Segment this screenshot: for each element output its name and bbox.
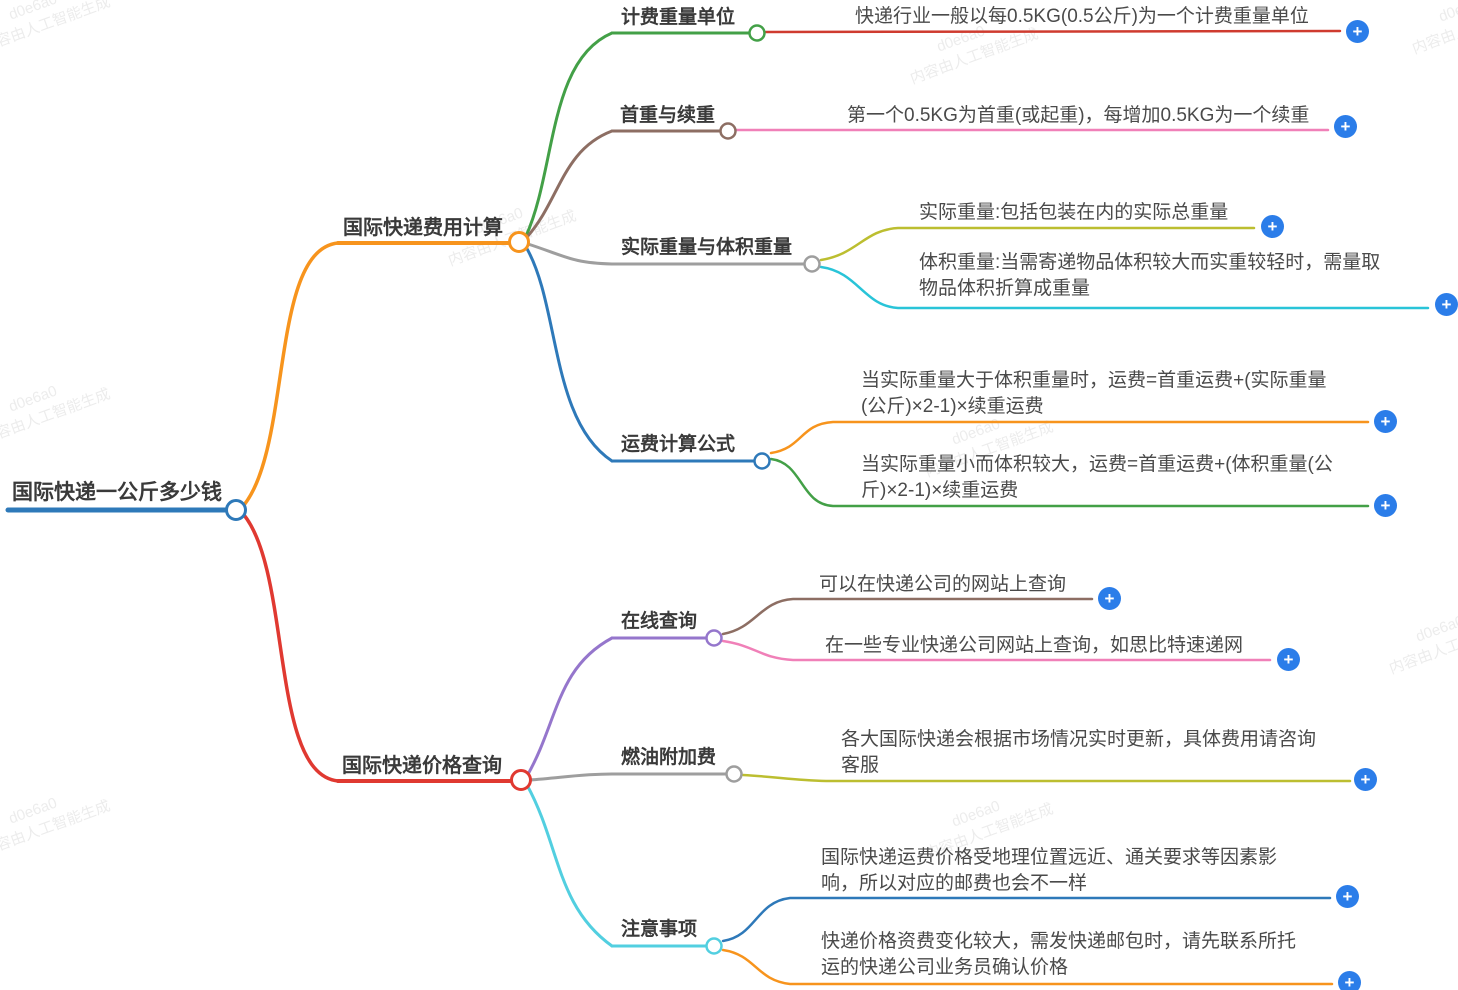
topic2-node-handle[interactable] — [719, 122, 737, 140]
leaf-line-billing-unit — [764, 29, 1342, 34]
topic4-node-handle[interactable] — [753, 452, 771, 470]
leaf-line-online2 — [721, 639, 1272, 662]
leaf-text-first-weight[interactable]: 第一个0.5KG为首重(或起重)，每增加0.5KG为一个续重 — [847, 105, 1310, 126]
topic5-node-handle[interactable] — [705, 629, 723, 647]
add-node-button[interactable]: + — [1374, 410, 1397, 433]
topic3-node-handle[interactable] — [803, 255, 821, 273]
edge-branch2-topic3 — [525, 783, 614, 948]
leaf-text-formula-actual[interactable]: 当实际重量大于体积重量时，运费=首重运费+(实际重量 (公斤)×2-1)×续重运… — [861, 370, 1327, 417]
edge-root-branch2 — [242, 513, 340, 783]
branch-label-fee-calculation[interactable]: 国际快递费用计算 — [343, 217, 503, 239]
leaf-text-volume-weight[interactable]: 体积重量:当需寄递物品体积较大而实重较轻时，需量取 物品体积折算成重量 — [919, 252, 1381, 299]
topic-label-first-weight[interactable]: 首重与续重 — [620, 105, 716, 126]
edge-branch1-topic2 — [525, 129, 614, 239]
edge-branch1-topic1 — [524, 31, 614, 238]
topic-label-billing-unit[interactable]: 计费重量单位 — [621, 7, 736, 28]
edge-root-branch1 — [242, 241, 340, 507]
leaf-line-formula1 — [769, 420, 1370, 455]
topic-label-actual-vs-volume[interactable]: 实际重量与体积重量 — [621, 237, 793, 258]
add-node-button[interactable]: + — [1277, 648, 1300, 671]
branch2-node-handle[interactable] — [510, 769, 532, 791]
leaf-text-note-location[interactable]: 国际快递运费价格受地理位置远近、通关要求等因素影 响，所以对应的邮费也会不一样 — [821, 847, 1278, 894]
topic7-node-handle[interactable] — [705, 937, 723, 955]
leaf-text-note-price-change[interactable]: 快递价格资费变化较大，需发快递邮包时，请先联系所托 运的快递公司业务员确认价格 — [821, 931, 1297, 978]
edge-branch1-topic3 — [526, 242, 614, 266]
leaf-text-actual-weight[interactable]: 实际重量:包括包装在内的实际总重量 — [919, 202, 1229, 223]
add-node-button[interactable]: + — [1354, 768, 1377, 791]
leaf-line-note1 — [721, 896, 1332, 943]
leaf-line-formula2 — [769, 457, 1370, 508]
branch-label-price-query[interactable]: 国际快递价格查询 — [342, 755, 502, 777]
add-node-button[interactable]: + — [1346, 20, 1369, 43]
add-node-button[interactable]: + — [1336, 885, 1359, 908]
leaf-text-fuel-surcharge[interactable]: 各大国际快递会根据市场情况实时更新，具体费用请咨询 客服 — [841, 729, 1317, 776]
topic-label-notes[interactable]: 注意事项 — [621, 919, 698, 940]
topic6-node-handle[interactable] — [725, 765, 743, 783]
root-node-handle[interactable] — [225, 499, 247, 521]
add-node-button[interactable]: + — [1334, 115, 1357, 138]
add-node-button[interactable]: + — [1098, 587, 1121, 610]
edge-branch2-topic1 — [525, 636, 614, 778]
leaf-text-online-professional[interactable]: 在一些专业快递公司网站上查询，如思比特速递网 — [825, 635, 1244, 656]
leaf-text-billing-unit[interactable]: 快递行业一般以每0.5KG(0.5公斤)为一个计费重量单位 — [855, 6, 1309, 27]
add-node-button[interactable]: + — [1338, 971, 1361, 990]
root-node-label[interactable]: 国际快递一公斤多少钱 — [12, 481, 222, 504]
leaf-line-online1 — [721, 597, 1094, 636]
leaf-line-note2 — [721, 948, 1334, 986]
add-node-button[interactable]: + — [1261, 215, 1284, 238]
add-node-button[interactable]: + — [1374, 494, 1397, 517]
branch1-node-handle[interactable] — [508, 231, 530, 253]
topic1-node-handle[interactable] — [748, 24, 766, 42]
leaf-line-volume-weight — [819, 265, 1430, 310]
edge-branch2-topic2 — [527, 772, 614, 782]
leaf-line-fuel — [741, 773, 1352, 783]
topic-label-fuel-surcharge[interactable]: 燃油附加费 — [621, 747, 717, 768]
add-node-button[interactable]: + — [1435, 293, 1458, 316]
edge-branch1-topic4 — [524, 245, 614, 463]
topic-label-online-query[interactable]: 在线查询 — [621, 611, 698, 632]
leaf-line-actual-weight — [819, 226, 1256, 262]
topic-label-freight-formula[interactable]: 运费计算公式 — [621, 434, 736, 455]
leaf-text-formula-volume[interactable]: 当实际重量小而体积较大，运费=首重运费+(体积重量(公 斤)×2-1)×续重运费 — [861, 454, 1333, 501]
leaf-text-online-official[interactable]: 可以在快递公司的网站上查询 — [819, 574, 1067, 595]
